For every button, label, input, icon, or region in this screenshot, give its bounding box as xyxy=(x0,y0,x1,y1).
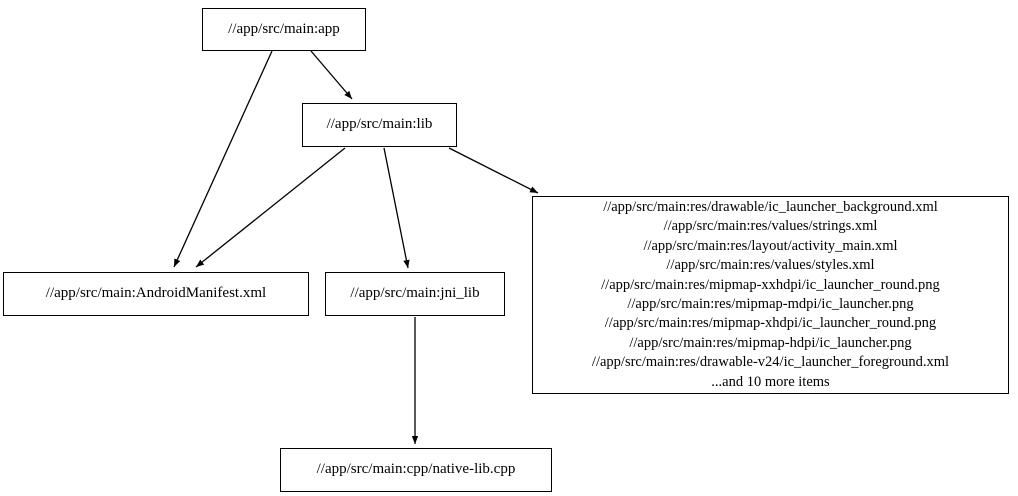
edge-app-to-manifest xyxy=(173,50,273,268)
edge-lib-to-manifest xyxy=(195,147,346,268)
graph-node-androidmanifest-label: //app/src/main:AndroidManifest.xml xyxy=(45,285,267,302)
graph-node-androidmanifest[interactable]: //app/src/main:AndroidManifest.xml xyxy=(3,272,309,316)
graph-node-jni-lib[interactable]: //app/src/main:jni_lib xyxy=(325,272,505,316)
graph-node-jni-lib-label: //app/src/main:jni_lib xyxy=(350,285,480,302)
edge-app-to-lib xyxy=(310,50,353,100)
graph-node-res-bundle[interactable]: //app/src/main:res/drawable/ic_launcher_… xyxy=(532,196,1009,394)
edge-lib-to-jni xyxy=(383,147,410,269)
graph-node-app-label: //app/src/main:app xyxy=(228,20,340,37)
edge-lib-to-res xyxy=(448,147,539,194)
graph-node-native-lib-cpp[interactable]: //app/src/main:cpp/native-lib.cpp xyxy=(280,448,552,492)
graph-node-lib[interactable]: //app/src/main:lib xyxy=(302,103,457,147)
graph-node-native-lib-cpp-label: //app/src/main:cpp/native-lib.cpp xyxy=(316,461,516,478)
graph-node-app[interactable]: //app/src/main:app xyxy=(202,8,366,51)
graph-node-res-bundle-label: //app/src/main:res/drawable/ic_launcher_… xyxy=(591,198,950,390)
graph-node-lib-label: //app/src/main:lib xyxy=(326,116,433,133)
